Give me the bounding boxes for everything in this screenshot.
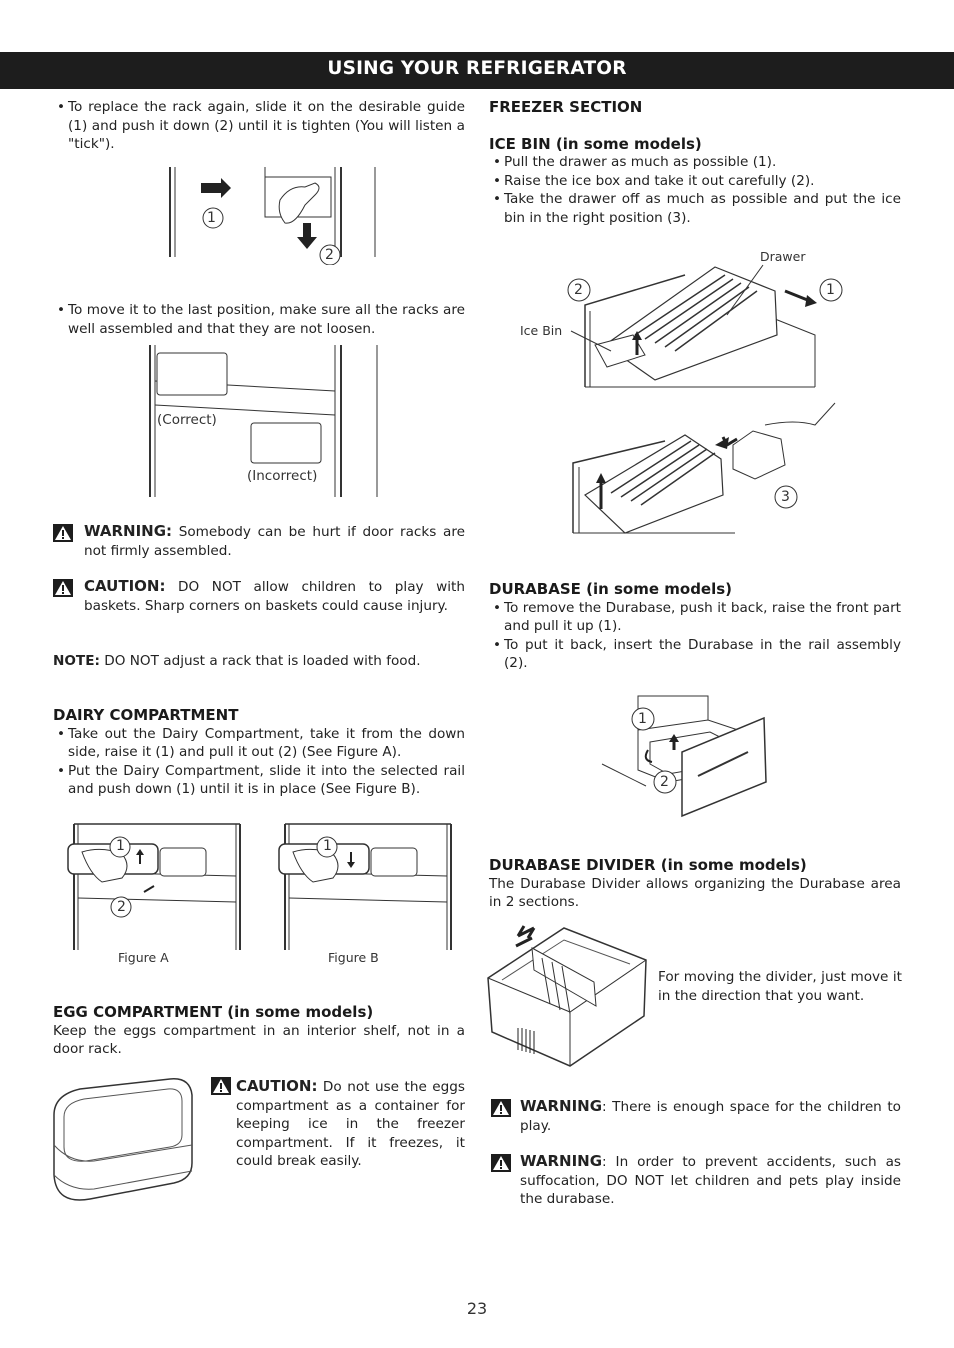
icebin-num-3: 3: [781, 489, 790, 505]
label-drawer: Drawer: [760, 249, 806, 264]
egg-section: EGG COMPARTMENT (in some models) Keep th…: [53, 1003, 465, 1059]
caution-egg-body: Do not use the eggs compartment as a con…: [236, 1079, 465, 1170]
icebin-num-2: 2: [574, 282, 583, 298]
durabase-bullet-2: To put it back, insert the Durabase in t…: [489, 636, 901, 673]
icebin-bullet-2: Raise the ice box and take it out carefu…: [489, 172, 901, 191]
figure-a-caption: Figure A: [118, 950, 169, 965]
label-incorrect: (Incorrect): [247, 468, 318, 484]
warning-icon: [53, 524, 73, 542]
figure-rack-replace: 1 2: [165, 165, 377, 265]
figure-divider: [484, 920, 652, 1070]
warning1-body: : There is enough space for the children…: [520, 1099, 901, 1134]
caution-egg-icon: [211, 1077, 231, 1095]
figa-label-2: 2: [117, 899, 126, 915]
warning-body: Somebody can be hurt if door racks are n…: [84, 524, 465, 559]
warning-space-text: WARNING: There is enough space for the c…: [520, 1097, 901, 1135]
durabase-num-2: 2: [660, 774, 669, 790]
divider-title: DURABASE DIVIDER (in some models): [489, 856, 807, 874]
caution-label: CAUTION:: [84, 577, 166, 595]
warning1-label: WARNING: [520, 1097, 603, 1115]
figa-label-1: 1: [116, 838, 125, 854]
figure-rack-position: (Correct) (Incorrect): [145, 345, 385, 500]
warning-suffocation-text: WARNING: In order to prevent accidents, …: [520, 1152, 901, 1209]
caution-baskets: CAUTION: DO NOT allow children to play w…: [53, 577, 465, 615]
divider-text: The Durabase Divider allows organizing t…: [489, 875, 901, 911]
caution-icon: [53, 579, 73, 597]
caution-egg: CAUTION: Do not use the eggs compartment…: [211, 1077, 465, 1171]
warning-racks-text: WARNING: Somebody can be hurt if door ra…: [84, 522, 465, 560]
warning-suffocation: WARNING: In order to prevent accidents, …: [491, 1152, 901, 1209]
egg-text: Keep the eggs compartment in an interior…: [53, 1022, 465, 1058]
bullet-replace-rack: To replace the rack again, slide it on t…: [53, 98, 465, 154]
dairy-bullet-1: Take out the Dairy Compartment, take it …: [53, 725, 465, 762]
fig1-label-1: 1: [207, 210, 216, 226]
figure-b-caption: Figure B: [328, 950, 379, 965]
label-ice-bin: Ice Bin: [520, 323, 563, 338]
icebin-num-1: 1: [826, 282, 835, 298]
icebin-title: ICE BIN (in some models): [489, 134, 702, 153]
freezer-title: FREEZER SECTION: [489, 98, 643, 116]
icebin-bullet-1: Pull the drawer as much as possible (1).: [489, 153, 901, 172]
egg-title: EGG COMPARTMENT (in some models): [53, 1003, 374, 1021]
durabase-section: DURABASE (in some models) To remove the …: [489, 580, 901, 673]
bullet-move-rack: To move it to the last position, make su…: [53, 301, 465, 338]
warning-space-icon: [491, 1099, 511, 1117]
note-label: NOTE:: [53, 653, 100, 669]
label-correct: (Correct): [157, 412, 217, 428]
durabase-bullet-1: To remove the Durabase, push it back, ra…: [489, 599, 901, 636]
warning-space: WARNING: There is enough space for the c…: [491, 1097, 901, 1135]
caution-body: DO NOT allow children to play with baske…: [84, 579, 465, 614]
figb-label-1: 1: [323, 838, 332, 854]
warning2-label: WARNING: [520, 1152, 603, 1170]
divider-fig-text: For moving the divider, just move it in …: [658, 969, 902, 1004]
fig1-label-2: 2: [325, 247, 334, 263]
figure-ice-bin: Drawer Ice Bin 2 1 3: [515, 245, 845, 540]
figure-b: 1 Figure B: [273, 822, 458, 970]
warning2-body: : In order to prevent accidents, such as…: [520, 1154, 901, 1208]
note-rack: NOTE: DO NOT adjust a rack that is loade…: [53, 652, 465, 671]
caution-baskets-text: CAUTION: DO NOT allow children to play w…: [84, 577, 465, 615]
caution-egg-text: CAUTION: Do not use the eggs compartment…: [236, 1077, 465, 1171]
durabase-title: DURABASE (in some models): [489, 580, 733, 598]
rack-move-section: To move it to the last position, make su…: [53, 301, 465, 338]
warning-label: WARNING:: [84, 522, 173, 540]
warning-racks: WARNING: Somebody can be hurt if door ra…: [53, 522, 465, 560]
rack-replace-section: To replace the rack again, slide it on t…: [53, 98, 465, 154]
durabase-num-1: 1: [638, 711, 647, 727]
freezer-section: FREEZER SECTION ICE BIN (in some models)…: [489, 98, 901, 228]
icebin-bullet-3: Take the drawer off as much as possible …: [489, 190, 901, 227]
dairy-title: DAIRY COMPARTMENT: [53, 706, 239, 724]
figure-a: 1 2 Figure A: [62, 822, 247, 970]
header-bar: USING YOUR REFRIGERATOR: [0, 52, 954, 89]
figure-durabase: 1 2: [598, 690, 773, 820]
page-number: 23: [466, 1299, 488, 1318]
page-title: USING YOUR REFRIGERATOR: [327, 58, 627, 79]
divider-figure-text: For moving the divider, just move it in …: [658, 968, 902, 1005]
dairy-section: DAIRY COMPARTMENT Take out the Dairy Com…: [53, 706, 465, 799]
divider-section: DURABASE DIVIDER (in some models) The Du…: [489, 856, 901, 912]
dairy-bullet-2: Put the Dairy Compartment, slide it into…: [53, 762, 465, 799]
caution-egg-label: CAUTION:: [236, 1077, 318, 1095]
note-text: DO NOT adjust a rack that is loaded with…: [99, 653, 421, 669]
warning-suffocation-icon: [491, 1154, 511, 1172]
figure-egg-compartment: [50, 1075, 198, 1210]
